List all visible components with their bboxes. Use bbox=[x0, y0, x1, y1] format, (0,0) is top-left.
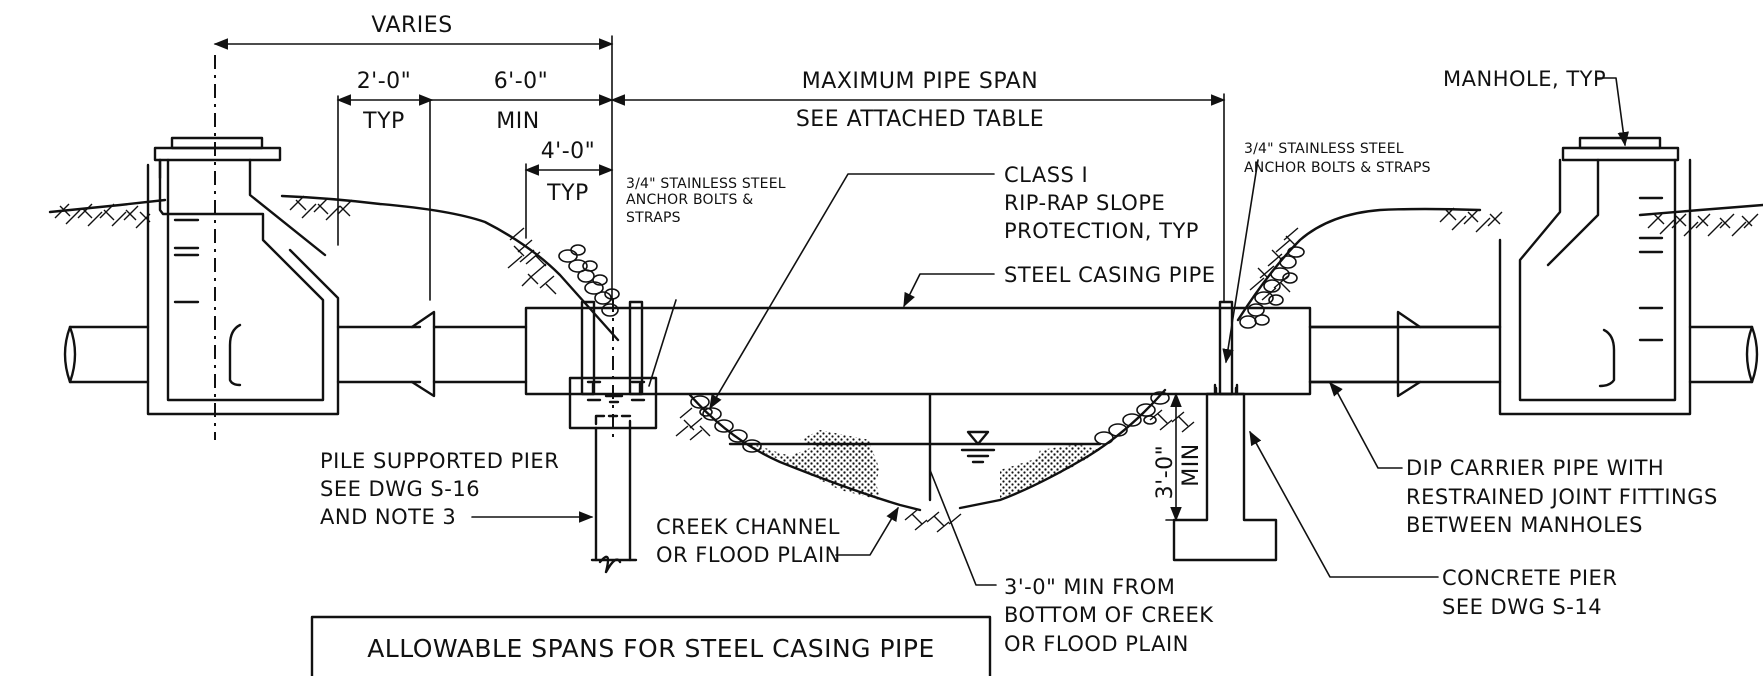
manhole-right bbox=[1498, 136, 1692, 416]
label-pile-pier-1: PILE SUPPORTED PIER bbox=[320, 449, 559, 473]
label-clearance-1: 3'-0" MIN FROM bbox=[1004, 575, 1175, 599]
creek-channel bbox=[688, 388, 1170, 512]
riprap-left-upper bbox=[558, 244, 620, 317]
label-anchor-left-1: 3/4" STAINLESS STEEL bbox=[626, 176, 786, 192]
label-dip-3: BETWEEN MANHOLES bbox=[1406, 513, 1643, 537]
label-clearance-2: BOTTOM OF CREEK bbox=[1004, 603, 1214, 627]
dimension-text: VARIES 2'-0" TYP 6'-0" MIN 4'-0" TYP MAX… bbox=[357, 13, 1204, 499]
dim-see-table: SEE ATTACHED TABLE bbox=[796, 107, 1044, 132]
ground-surface bbox=[48, 194, 1763, 342]
dim-three-foot: 3'-0" bbox=[1153, 445, 1178, 500]
callout-text: MANHOLE, TYP 3/4" STAINLESS STEEL ANCHOR… bbox=[320, 67, 1718, 656]
manhole-left bbox=[146, 55, 340, 440]
label-anchor-left-2: ANCHOR BOLTS & bbox=[626, 192, 753, 208]
dim-min-a: MIN bbox=[496, 109, 539, 134]
table-title: ALLOWABLE SPANS FOR STEEL CASING PIPE bbox=[367, 634, 935, 663]
concrete-pier bbox=[1172, 300, 1278, 562]
dim-four-foot: 4'-0" bbox=[541, 139, 596, 164]
label-concrete-pier-2: SEE DWG S-14 bbox=[1442, 595, 1602, 619]
dimension-lines bbox=[213, 35, 1226, 522]
dim-two-foot: 2'-0" bbox=[357, 69, 412, 94]
label-riprap-3: PROTECTION, TYP bbox=[1004, 219, 1199, 243]
callout-leaders bbox=[471, 77, 1629, 586]
label-dip-1: DIP CARRIER PIPE WITH bbox=[1406, 456, 1664, 480]
label-creek-2: OR FLOOD PLAIN bbox=[656, 543, 841, 567]
earth-hatching bbox=[54, 195, 1759, 533]
label-manhole: MANHOLE, TYP bbox=[1443, 67, 1606, 91]
label-riprap-2: RIP-RAP SLOPE bbox=[1004, 191, 1165, 215]
span-table-header: ALLOWABLE SPANS FOR STEEL CASING PIPE bbox=[310, 615, 992, 676]
dim-varies: VARIES bbox=[371, 13, 452, 38]
label-anchor-right-2: ANCHOR BOLTS & STRAPS bbox=[1244, 160, 1431, 176]
label-riprap-1: CLASS I bbox=[1004, 163, 1088, 187]
label-clearance-3: OR FLOOD PLAIN bbox=[1004, 632, 1189, 656]
dim-min-b: MIN bbox=[1179, 443, 1204, 486]
dim-max-span: MAXIMUM PIPE SPAN bbox=[802, 69, 1038, 94]
riprap-right-upper bbox=[1239, 246, 1305, 329]
label-anchor-right-1: 3/4" STAINLESS STEEL bbox=[1244, 141, 1404, 157]
label-casing: STEEL CASING PIPE bbox=[1004, 263, 1216, 287]
dim-typ-b: TYP bbox=[546, 181, 589, 206]
dim-six-foot: 6'-0" bbox=[494, 69, 549, 94]
steel-casing-pipe bbox=[524, 306, 1312, 396]
label-concrete-pier-1: CONCRETE PIER bbox=[1442, 566, 1617, 590]
dip-carrier-pipe bbox=[63, 310, 1759, 398]
dim-typ-a: TYP bbox=[362, 109, 405, 134]
label-creek-1: CREEK CHANNEL bbox=[656, 515, 840, 539]
label-dip-2: RESTRAINED JOINT FITTINGS bbox=[1406, 485, 1718, 509]
label-pile-pier-3: AND NOTE 3 bbox=[320, 505, 456, 529]
label-pile-pier-2: SEE DWG S-16 bbox=[320, 477, 480, 501]
pile-supported-pier bbox=[568, 298, 658, 574]
label-anchor-left-3: STRAPS bbox=[626, 210, 681, 226]
